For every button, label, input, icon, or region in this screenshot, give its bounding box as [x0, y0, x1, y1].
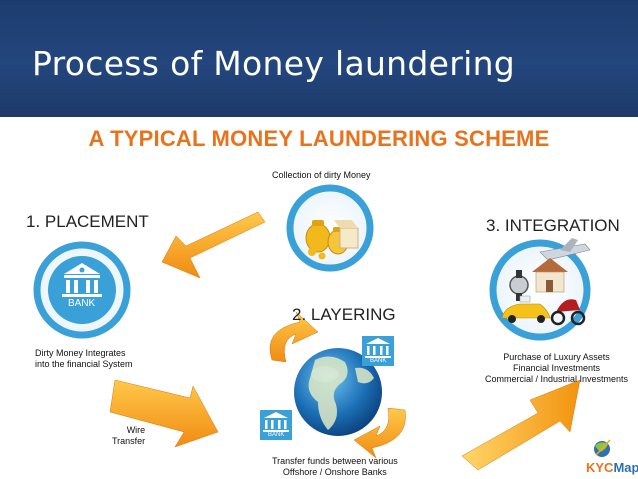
integration-caption: Purchase of Luxury Assets Financial Inve… — [485, 352, 629, 384]
placement-title: 1. PLACEMENT — [26, 212, 149, 231]
placement-caption: Dirty Money Integrates into the financia… — [35, 348, 133, 369]
bank-icon-layering-top — [362, 336, 394, 366]
layering-bank-label-bottom: BANK — [268, 432, 285, 438]
layering-cycle-arrows — [269, 311, 406, 459]
integration-title: 3. INTEGRATION — [486, 216, 620, 235]
placement-bank-label: BANK — [68, 298, 96, 309]
bank-icon — [62, 263, 102, 297]
globe-icon — [294, 348, 382, 436]
layering-bank-label-top: BANK — [370, 358, 387, 364]
kycmap-logo: KYCMap — [586, 460, 638, 475]
placement-circle — [33, 241, 131, 339]
kycmap-logo-icon — [594, 439, 611, 457]
header-banner: Process of Money laundering — [0, 0, 638, 117]
layering-caption: Transfer funds between various Offshore … — [272, 456, 398, 477]
layering-title: 2. LAYERING — [292, 305, 396, 324]
arrow-collection-to-placement — [161, 211, 266, 279]
money-bag-icon — [305, 220, 359, 260]
luxury-assets-icon — [501, 238, 591, 326]
scheme-title: A TYPICAL MONEY LAUNDERING SCHEME — [88, 126, 550, 151]
arrow-wire-transfer — [109, 379, 219, 448]
wire-transfer-caption: Wire Transfer — [112, 425, 146, 446]
arrow-layering-to-integration — [461, 379, 581, 471]
bank-icon-layering-bottom — [260, 410, 292, 440]
page-title: Process of Money laundering — [32, 44, 516, 83]
collection-caption: Collection of dirty Money — [272, 170, 371, 180]
